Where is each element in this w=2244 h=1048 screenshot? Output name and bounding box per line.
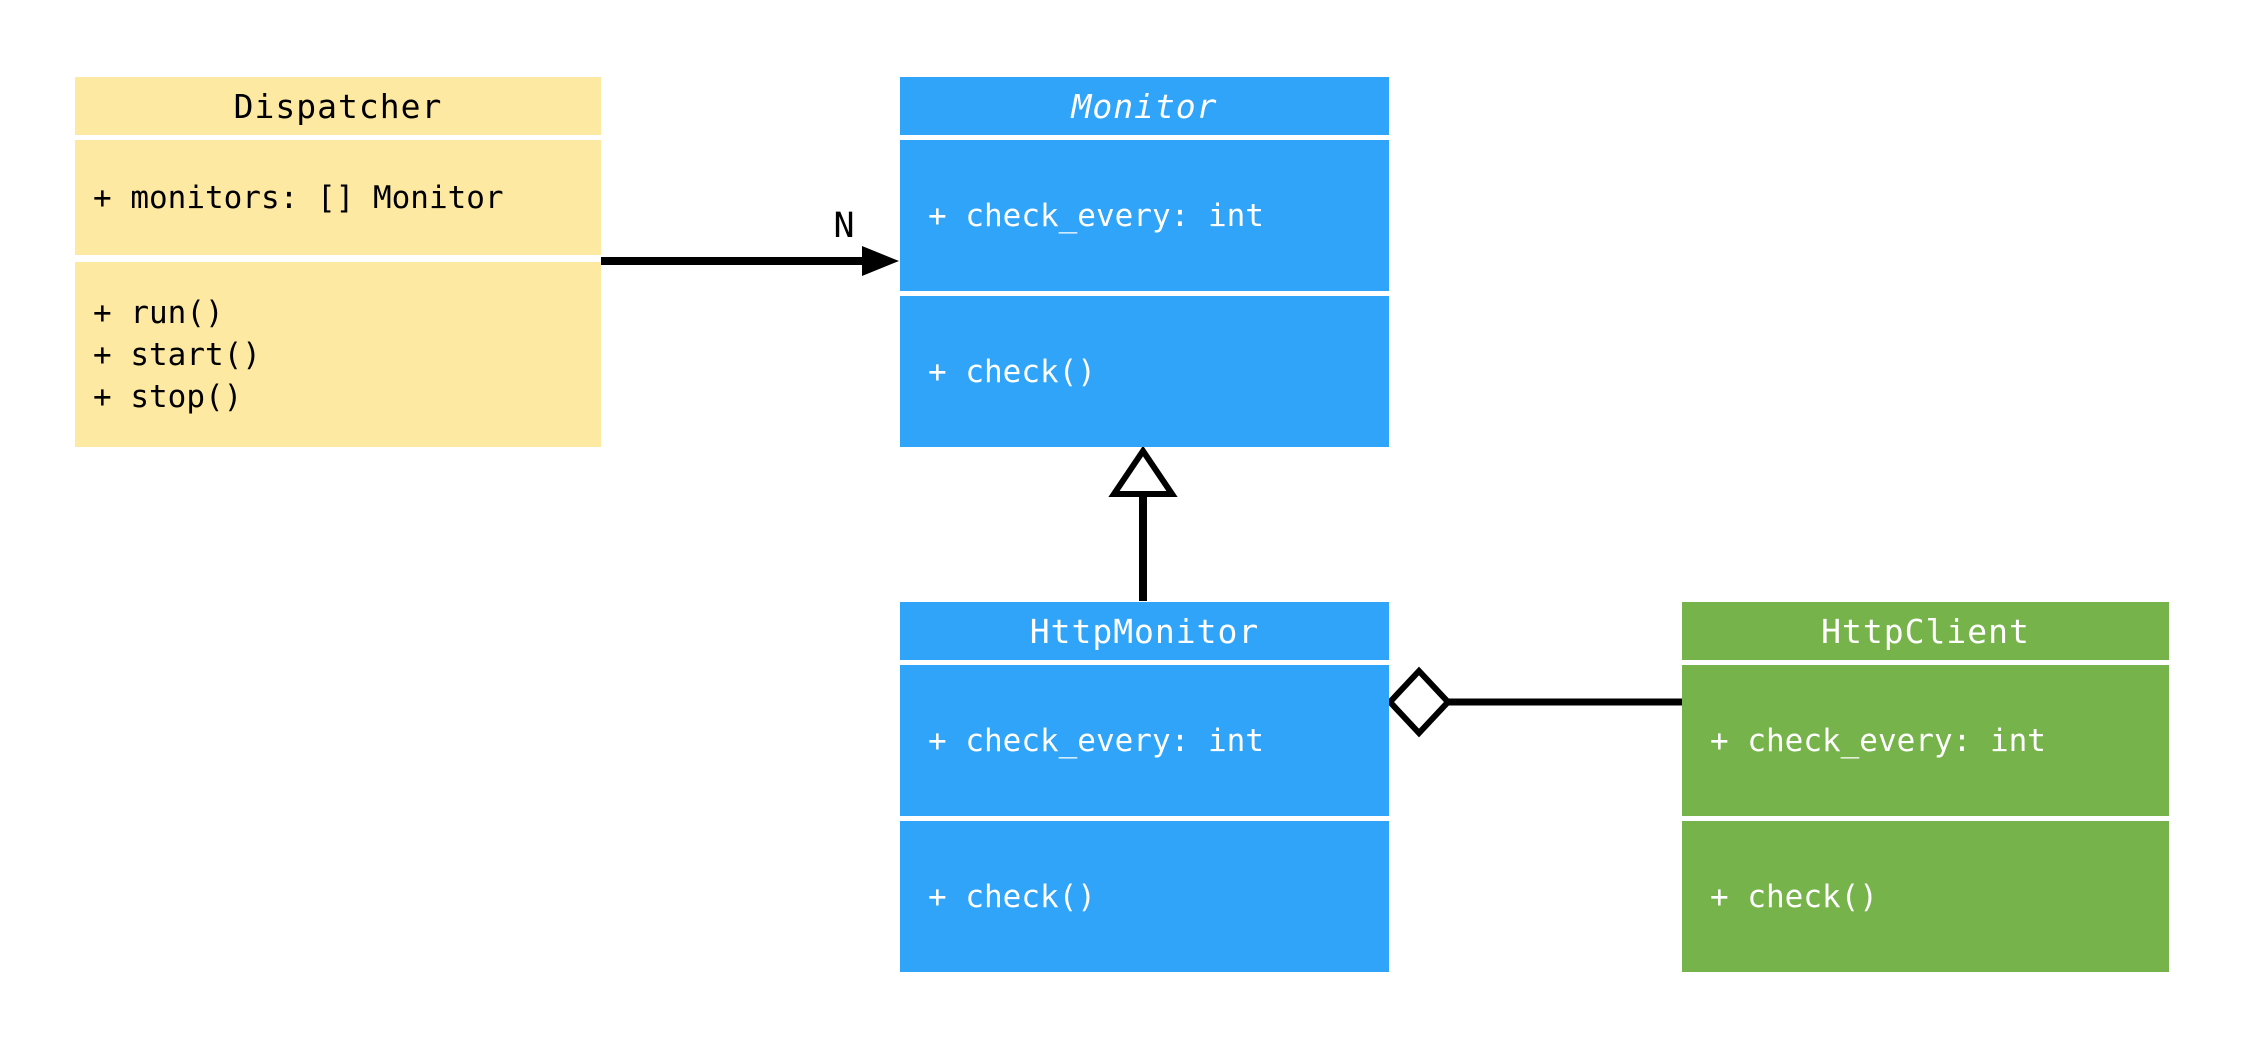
method-item: + stop() — [93, 378, 243, 415]
method-item: + start() — [93, 336, 261, 373]
class-attributes: + check_every: int — [900, 665, 1389, 816]
attribute-item: + check_every: int — [1710, 722, 2046, 759]
class-monitor: Monitor + check_every: int + check() — [900, 77, 1389, 447]
class-attributes: + check_every: int — [1682, 665, 2169, 816]
method-item: + check() — [928, 353, 1096, 390]
method-item: + run() — [93, 294, 224, 331]
class-attributes: + monitors: [] Monitor — [75, 140, 601, 255]
class-methods: + check() — [1682, 821, 2169, 972]
class-title: Dispatcher — [75, 77, 601, 135]
inheritance-httpmonitor-to-monitor — [1108, 445, 1178, 601]
class-title: Monitor — [900, 77, 1389, 135]
method-item: + check() — [1710, 878, 1878, 915]
multiplicity-label: N — [833, 206, 855, 246]
aggregation-httpmonitor-to-httpclient — [1385, 666, 1683, 738]
class-title: HttpMonitor — [900, 602, 1389, 660]
class-methods: + check() — [900, 296, 1389, 447]
class-attributes: + check_every: int — [900, 140, 1389, 291]
attribute-item: + check_every: int — [928, 197, 1264, 234]
method-item: + check() — [928, 878, 1096, 915]
inheritance-triangle-icon — [1108, 445, 1178, 497]
aggregation-diamond-icon — [1385, 666, 1453, 738]
class-methods: + run() + start() + stop() — [75, 262, 601, 447]
association-dispatcher-to-monitor — [601, 246, 899, 276]
class-methods: + check() — [900, 821, 1389, 972]
class-httpmonitor: HttpMonitor + check_every: int + check() — [900, 602, 1389, 972]
association-arrowhead-icon — [862, 246, 899, 276]
class-httpclient: HttpClient + check_every: int + check() — [1682, 602, 2169, 972]
class-dispatcher: Dispatcher + monitors: [] Monitor + run(… — [75, 77, 601, 447]
class-title: HttpClient — [1682, 602, 2169, 660]
attribute-item: + check_every: int — [928, 722, 1264, 759]
attribute-item: + monitors: [] Monitor — [93, 179, 504, 216]
